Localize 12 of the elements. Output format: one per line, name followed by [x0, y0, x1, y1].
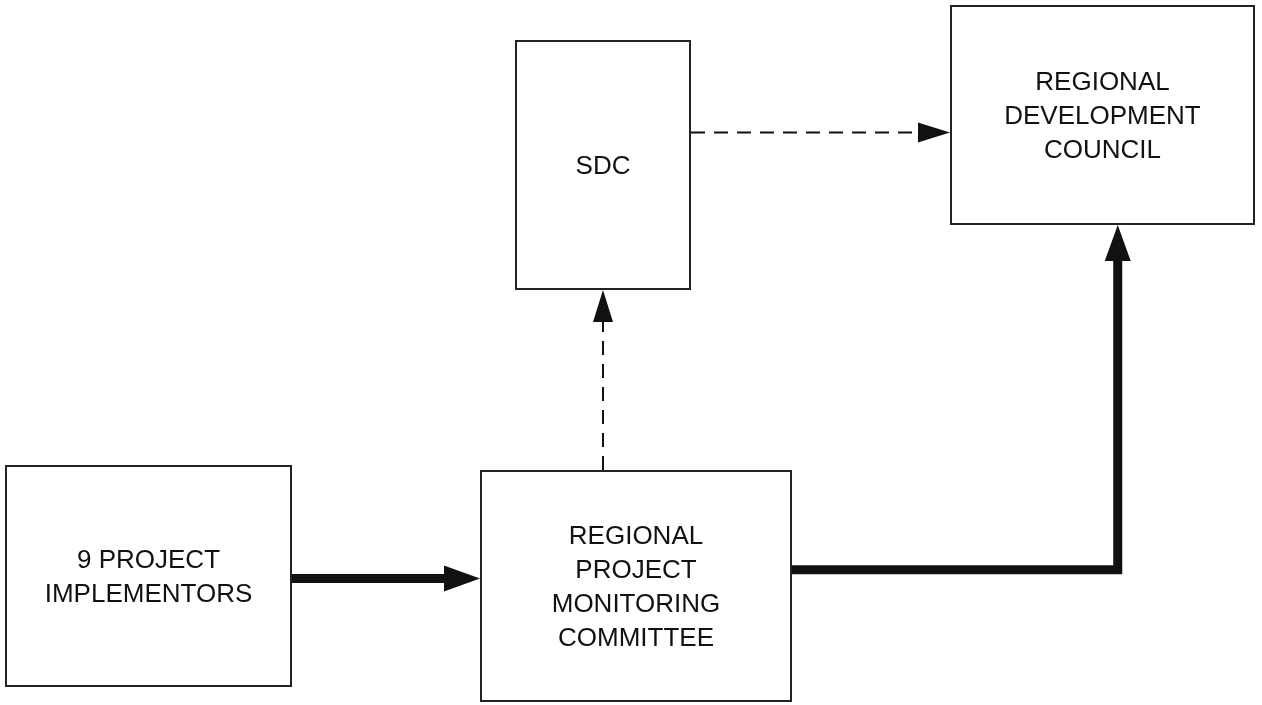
- box-label: REGIONAL PROJECT MONITORING COMMITTEE: [550, 519, 722, 654]
- process-box: [5, 465, 292, 687]
- box-label: REGIONAL DEVELOPMENT COUNCIL: [1003, 65, 1202, 166]
- box-label: SDC: [575, 149, 631, 182]
- arrow: [690, 122, 950, 143]
- process-box: [480, 470, 792, 702]
- arrow: [593, 290, 613, 471]
- arrow: [792, 225, 1131, 575]
- box-label: 9 PROJECT IMPLEMENTORS: [43, 543, 254, 610]
- process-box: [515, 40, 691, 290]
- process-box: [950, 5, 1255, 225]
- arrow: [292, 565, 480, 592]
